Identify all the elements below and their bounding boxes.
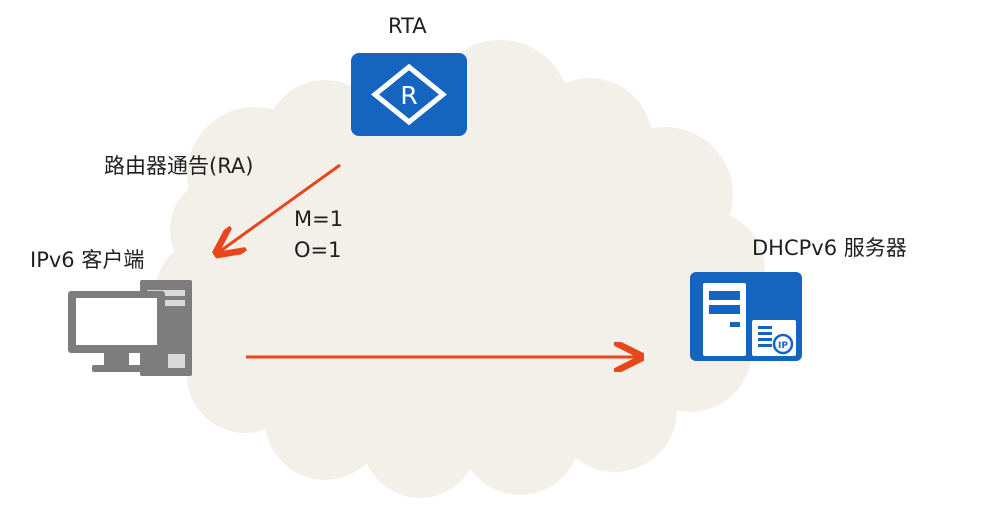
client-label: IPv6 客户端 — [30, 248, 145, 272]
router-label: RTA — [388, 14, 427, 38]
svg-text:R: R — [400, 81, 417, 110]
server-icon: IP — [690, 272, 802, 361]
ra-message-label: 路由器通告(RA) — [104, 154, 254, 178]
ra-arrow — [219, 163, 341, 252]
pc-icon — [68, 280, 192, 376]
svg-text:IP: IP — [778, 341, 788, 351]
flag-m-label: M=1 — [294, 207, 344, 231]
flag-o-label: O=1 — [294, 238, 342, 262]
router-icon: R — [351, 53, 467, 136]
server-label: DHCPv6 服务器 — [752, 236, 907, 260]
